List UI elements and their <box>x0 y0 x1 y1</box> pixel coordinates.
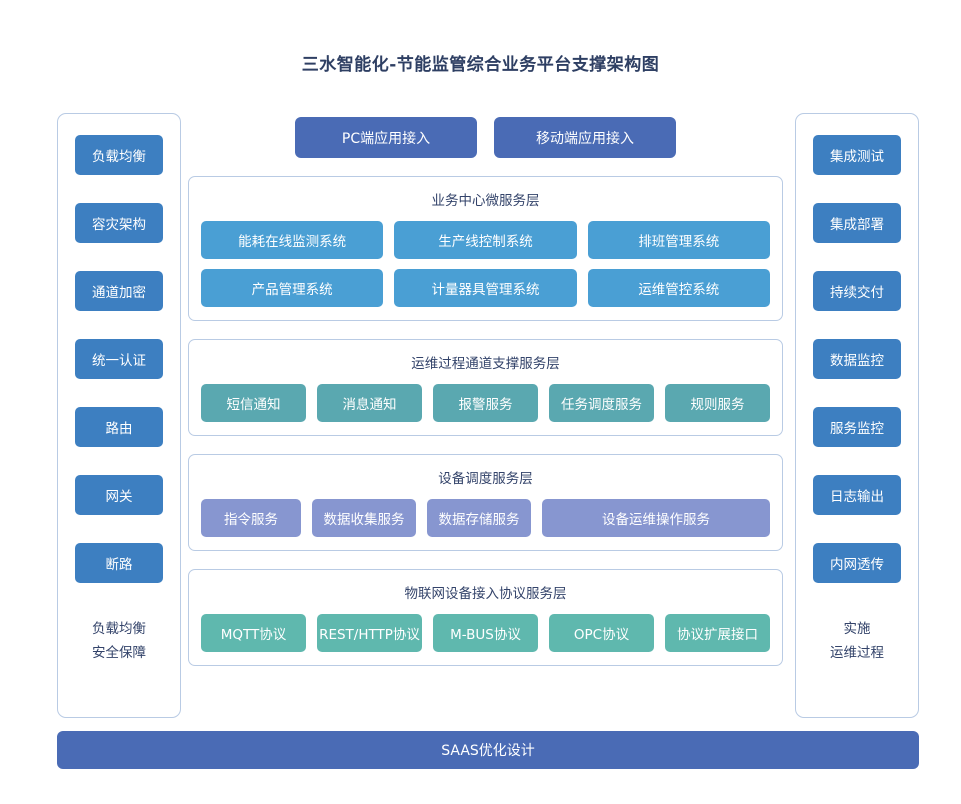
center-stack: PC端应用接入 移动端应用接入 业务中心微服务层 能耗在线监测系统 生产线控制系… <box>188 113 783 718</box>
right-item-integration-deploy[interactable]: 集成部署 <box>813 203 901 243</box>
layer-ops-row-1: 短信通知 消息通知 报警服务 任务调度服务 规则服务 <box>201 384 770 422</box>
application-access-row: PC端应用接入 移动端应用接入 <box>188 117 783 158</box>
layer-device-row-1: 指令服务 数据收集服务 数据存储服务 设备运维操作服务 <box>201 499 770 537</box>
right-footer-line-1: 实施 <box>843 621 871 637</box>
layer-iot-row-1: MQTT协议 REST/HTTP协议 M-BUS协议 OPC协议 协议扩展接口 <box>201 614 770 652</box>
right-column-footer: 实施 运维过程 <box>830 617 884 665</box>
layer-business-row-2: 产品管理系统 计量器具管理系统 运维管控系统 <box>201 269 770 307</box>
service-energy-online-monitoring[interactable]: 能耗在线监测系统 <box>201 221 384 259</box>
right-item-service-monitoring[interactable]: 服务监控 <box>813 407 901 447</box>
left-item-gateway[interactable]: 网关 <box>75 475 163 515</box>
protocol-mbus[interactable]: M-BUS协议 <box>433 614 538 652</box>
protocol-opc[interactable]: OPC协议 <box>549 614 654 652</box>
layer-ops-title: 运维过程通道支撑服务层 <box>411 356 560 372</box>
left-item-load-balance[interactable]: 负载均衡 <box>75 135 163 175</box>
right-footer-line-2: 运维过程 <box>830 645 884 661</box>
service-message-notification[interactable]: 消息通知 <box>317 384 422 422</box>
service-product-management[interactable]: 产品管理系统 <box>201 269 384 307</box>
service-command[interactable]: 指令服务 <box>201 499 301 537</box>
right-support-column: 集成测试 集成部署 持续交付 数据监控 服务监控 日志输出 内网透传 实施 运维… <box>795 113 919 718</box>
service-rule-engine[interactable]: 规则服务 <box>665 384 770 422</box>
service-ops-control[interactable]: 运维管控系统 <box>587 269 770 307</box>
left-item-unified-auth[interactable]: 统一认证 <box>75 339 163 379</box>
service-data-storage[interactable]: 数据存储服务 <box>427 499 531 537</box>
page-title: 三水智能化-节能监管综合业务平台支撑架构图 <box>301 55 660 75</box>
left-item-dr-architecture[interactable]: 容灾架构 <box>75 203 163 243</box>
layer-business-row-1: 能耗在线监测系统 生产线控制系统 排班管理系统 <box>201 221 770 259</box>
layer-iot-protocol-access: 物联网设备接入协议服务层 MQTT协议 REST/HTTP协议 M-BUS协议 … <box>188 569 783 666</box>
left-column-footer: 负载均衡 安全保障 <box>92 617 146 665</box>
protocol-rest-http[interactable]: REST/HTTP协议 <box>317 614 422 652</box>
service-task-scheduling[interactable]: 任务调度服务 <box>549 384 654 422</box>
left-footer-line-2: 安全保障 <box>92 645 146 661</box>
mobile-application-access-button[interactable]: 移动端应用接入 <box>494 117 676 158</box>
right-item-integration-test[interactable]: 集成测试 <box>813 135 901 175</box>
layer-iot-title: 物联网设备接入协议服务层 <box>404 586 567 602</box>
left-footer-line-1: 负载均衡 <box>92 621 146 637</box>
layer-business-microservices: 业务中心微服务层 能耗在线监测系统 生产线控制系统 排班管理系统 产品管理系统 … <box>188 176 783 321</box>
left-item-circuit-breaker[interactable]: 断路 <box>75 543 163 583</box>
right-item-data-monitoring[interactable]: 数据监控 <box>813 339 901 379</box>
layer-device-scheduling: 设备调度服务层 指令服务 数据收集服务 数据存储服务 设备运维操作服务 <box>188 454 783 551</box>
service-data-collection[interactable]: 数据收集服务 <box>312 499 416 537</box>
protocol-extension-interface[interactable]: 协议扩展接口 <box>665 614 770 652</box>
service-metering-device-management[interactable]: 计量器具管理系统 <box>394 269 577 307</box>
left-item-routing[interactable]: 路由 <box>75 407 163 447</box>
pc-application-access-button[interactable]: PC端应用接入 <box>295 117 477 158</box>
left-item-channel-encryption[interactable]: 通道加密 <box>75 271 163 311</box>
service-shift-management[interactable]: 排班管理系统 <box>587 221 770 259</box>
layer-business-title: 业务中心微服务层 <box>431 193 540 209</box>
service-sms-notification[interactable]: 短信通知 <box>201 384 306 422</box>
service-alarm[interactable]: 报警服务 <box>433 384 538 422</box>
service-production-line-control[interactable]: 生产线控制系统 <box>394 221 577 259</box>
layer-ops-channel-support: 运维过程通道支撑服务层 短信通知 消息通知 报警服务 任务调度服务 规则服务 <box>188 339 783 436</box>
left-support-column: 负载均衡 容灾架构 通道加密 统一认证 路由 网关 断路 负载均衡 安全保障 <box>57 113 181 718</box>
right-item-intranet-tunnel[interactable]: 内网透传 <box>813 543 901 583</box>
layer-device-title: 设备调度服务层 <box>438 471 533 487</box>
right-item-log-output[interactable]: 日志输出 <box>813 475 901 515</box>
service-device-ops-operation[interactable]: 设备运维操作服务 <box>542 499 770 537</box>
right-item-continuous-delivery[interactable]: 持续交付 <box>813 271 901 311</box>
saas-optimization-bar[interactable]: SAAS优化设计 <box>57 731 919 769</box>
protocol-mqtt[interactable]: MQTT协议 <box>201 614 306 652</box>
